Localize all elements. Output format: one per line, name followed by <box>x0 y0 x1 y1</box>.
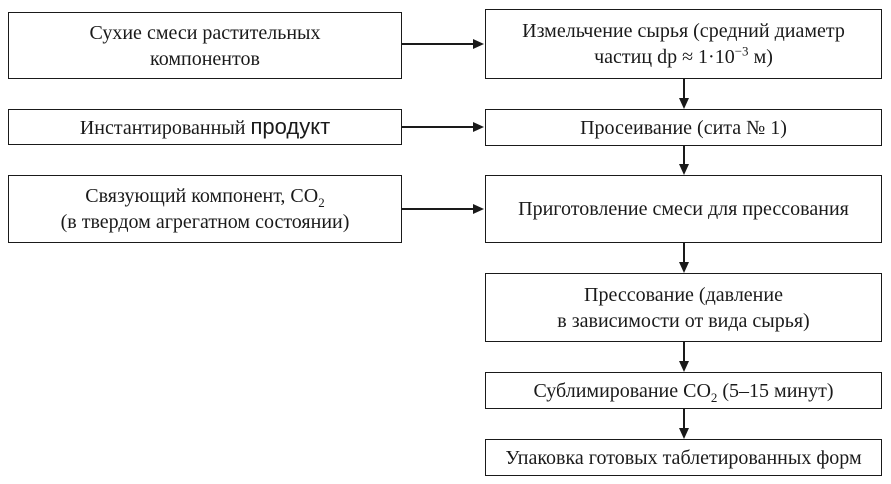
arrow-grinding-to-sieving-line <box>683 79 685 99</box>
node-label-line: Инстантированный продукт <box>79 113 331 139</box>
node-label-line: частиц dp ≈ 1·10−3 м) <box>594 43 773 68</box>
arrow-pressing-to-sublimation-head-icon <box>679 361 689 372</box>
arrow-mix-to-pressing-line <box>683 243 685 263</box>
node-label-line: компонентов <box>150 47 260 70</box>
node-sieving: Просеивание (сита № 1) <box>485 109 882 146</box>
arrow-sieving-to-mix-line <box>683 146 685 165</box>
node-label-line: в зависимости от вида сырья) <box>557 309 810 332</box>
arrow-instant-to-sieving-head-icon <box>473 122 484 132</box>
node-mix-preparation: Приготовление смеси для прессования <box>485 175 882 243</box>
node-sublimation: Сублимирование CO2 (5–15 минут) <box>485 372 882 409</box>
arrow-sublimation-to-packaging-line <box>683 409 685 429</box>
arrow-pressing-to-sublimation-line <box>683 342 685 362</box>
node-packaging: Упаковка готовых таблетированных форм <box>485 439 882 476</box>
node-pressing: Прессование (давление в зависимости от в… <box>485 273 882 342</box>
arrow-dry-mix-to-grinding-head-icon <box>473 39 484 49</box>
arrow-sieving-to-mix-head-icon <box>679 164 689 175</box>
node-label-line: Упаковка готовых таблетированных форм <box>505 446 862 469</box>
node-dry-plant-mixtures: Сухие смеси растительных компонентов <box>8 12 402 79</box>
arrow-binder-to-mix-line <box>402 208 474 210</box>
node-label-line: Просеивание (сита № 1) <box>580 116 787 139</box>
arrow-instant-to-sieving-line <box>402 126 474 128</box>
node-label-line: Приготовление смеси для прессования <box>518 198 849 220</box>
arrow-dry-mix-to-grinding-line <box>402 43 474 45</box>
node-label-line: Сухие смеси растительных <box>89 21 321 44</box>
node-label-line: (в твердом агрегатном состоянии) <box>60 211 350 233</box>
arrow-mix-to-pressing-head-icon <box>679 262 689 273</box>
node-label-line: Сублимирование CO2 (5–15 минут) <box>533 379 834 405</box>
node-label-line: Измельчение сырья (средний диаметр <box>522 20 845 42</box>
node-instant-product: Инстантированный продукт <box>8 109 402 145</box>
node-grinding: Измельчение сырья (средний диаметр части… <box>485 9 882 79</box>
arrow-binder-to-mix-head-icon <box>473 204 484 214</box>
node-label-line: Связующий компонент, CO2 <box>85 185 325 210</box>
node-label-line: Прессование (давление <box>584 283 783 306</box>
product-word: продукт <box>250 113 331 139</box>
node-binding-component: Связующий компонент, CO2 (в твердом агре… <box>8 175 402 243</box>
arrow-grinding-to-sieving-head-icon <box>679 98 689 109</box>
arrow-sublimation-to-packaging-head-icon <box>679 428 689 439</box>
